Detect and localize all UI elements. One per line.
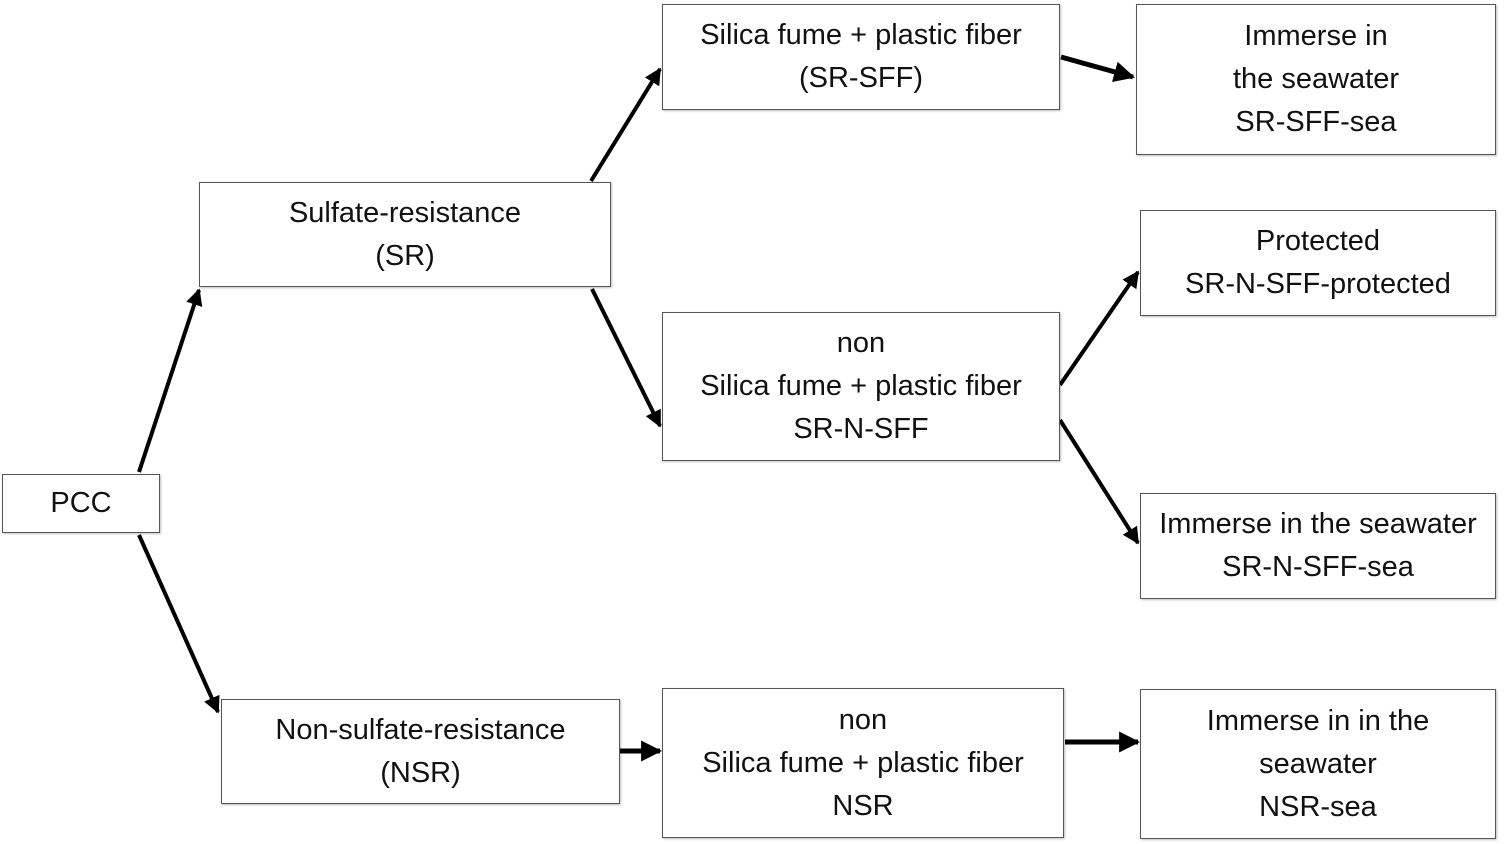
- node-sr-n-sff-line-3: SR-N-SFF: [793, 413, 929, 445]
- node-sr-n-sff: non Silica fume + plastic fiber SR-N-SFF: [662, 312, 1060, 461]
- node-sr-n-sff-line-1: non: [836, 327, 886, 359]
- node-nsr-sea-line-3: NSR-sea: [1259, 790, 1377, 823]
- node-sr-n-sff-protected: Protected SR-N-SFF-protected: [1140, 210, 1496, 316]
- arrow-pcc-to-nsr: [137, 534, 220, 714]
- node-sr-n-sff-sea-line-1: Immerse in the seawater: [1159, 508, 1477, 540]
- node-sr-sff: Silica fume + plastic fiber (SR-SFF): [662, 4, 1060, 110]
- node-nsr-n-sff-line-2: Silica fume + plastic fiber: [702, 746, 1024, 779]
- arrow-sr-n-sff-to-sr-n-sff-sea: [1058, 418, 1140, 545]
- node-sr-n-sff-sea-line-2: SR-N-SFF-sea: [1222, 551, 1414, 583]
- node-sr-line-1: Sulfate-resistance: [288, 196, 522, 229]
- arrow-sr-sff-to-sr-sff-sea: [1060, 54, 1136, 83]
- node-nsr-sea: Immerse in in the seawater NSR-sea: [1140, 689, 1496, 839]
- node-sr-n-sff-line-2: Silica fume + plastic fiber: [700, 370, 1022, 402]
- node-sr-sff-line-1: Silica fume + plastic fiber: [700, 19, 1022, 51]
- arrow-pcc-to-sr: [137, 288, 203, 473]
- node-sr-sff-sea: Immerse in the seawater SR-SFF-sea: [1136, 4, 1496, 155]
- node-sr-sff-sea-line-3: SR-SFF-sea: [1235, 106, 1397, 138]
- node-sr-sff-sea-line-1: Immerse in: [1244, 20, 1388, 52]
- node-sr-sff-line-2: (SR-SFF): [798, 62, 924, 94]
- node-nsr-sea-line-2: seawater: [1259, 747, 1377, 780]
- arrow-sr-n-sff-to-protected: [1058, 270, 1140, 387]
- node-sr-sff-sea-line-2: the seawater: [1232, 63, 1400, 95]
- node-nsr-sea-line-1: Immerse in in the: [1206, 704, 1430, 737]
- node-non-sulfate-resistance: Non-sulfate-resistance (NSR): [221, 699, 620, 804]
- node-nsr-line-2: (NSR): [380, 756, 461, 789]
- node-sr-n-sff-sea: Immerse in the seawater SR-N-SFF-sea: [1140, 493, 1496, 599]
- arrow-sr-to-sr-sff: [589, 67, 662, 183]
- node-sr-n-sff-protected-line-1: Protected: [1255, 225, 1381, 257]
- node-sulfate-resistance: Sulfate-resistance (SR): [199, 182, 611, 287]
- node-pcc-line-1: PCC: [50, 487, 112, 519]
- arrow-sr-to-sr-n-sff: [590, 288, 662, 428]
- node-sr-n-sff-protected-line-2: SR-N-SFF-protected: [1185, 268, 1451, 300]
- node-sr-line-2: (SR): [375, 239, 435, 272]
- node-nsr-n-sff-line-1: non: [838, 703, 888, 736]
- node-pcc: PCC: [2, 474, 160, 533]
- node-nsr-n-sff: non Silica fume + plastic fiber NSR: [662, 688, 1064, 838]
- node-nsr-line-1: Non-sulfate-resistance: [275, 713, 566, 746]
- node-nsr-n-sff-line-3: NSR: [832, 789, 894, 822]
